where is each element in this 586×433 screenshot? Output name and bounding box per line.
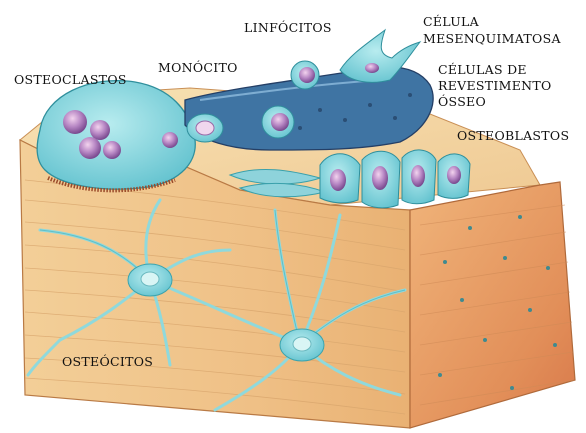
label-celula-mesenquimatosa-line1: CÉLULA [423, 14, 479, 29]
osteoclast [37, 81, 195, 191]
osteoblasts [320, 150, 470, 208]
osteocyte-1 [128, 264, 172, 296]
osteocyte-2 [280, 329, 324, 361]
bone-side-face [410, 182, 575, 428]
label-osteoblastos: OSTEOBLASTOS [457, 128, 569, 143]
label-celula-mesenquimatosa-line2: MESENQUIMATOSA [423, 31, 561, 46]
monocyte [187, 114, 223, 142]
label-celulas-revestimento-line1: CÉLULAS DE [438, 62, 527, 77]
label-linfocitos: LINFÓCITOS [244, 20, 332, 35]
label-celulas-revestimento-line2: REVESTIMENTO [438, 78, 552, 93]
label-celulas-revestimento-line3: ÓSSEO [438, 94, 486, 109]
lymphocyte-2 [262, 106, 294, 138]
label-osteoclastos: OSTEOCLASTOS [14, 72, 127, 87]
label-osteocitos: OSTEÓCITOS [62, 354, 153, 369]
label-monocito: MONÓCITO [158, 60, 238, 75]
lymphocyte-1 [291, 61, 319, 89]
